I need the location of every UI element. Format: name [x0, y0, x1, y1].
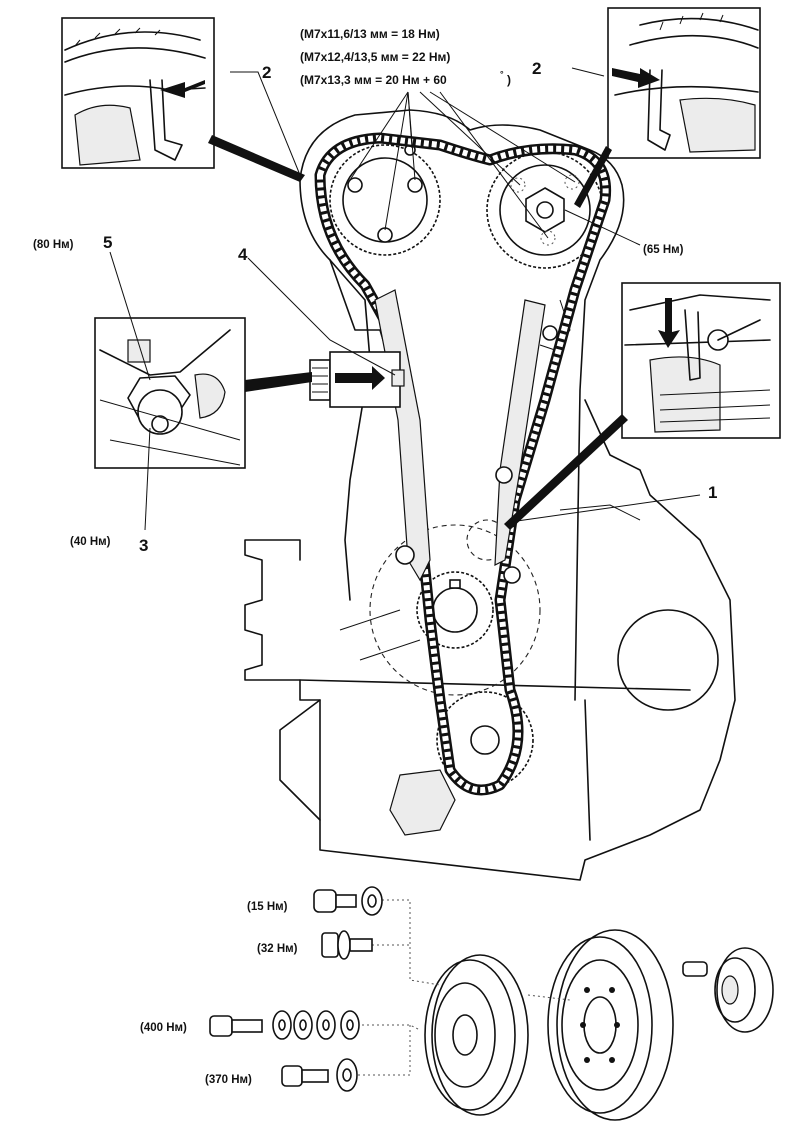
inset-cam-mark-left — [61, 17, 215, 169]
chain-tensioner — [309, 351, 405, 408]
engine-block — [244, 399, 736, 881]
leader-lines — [109, 67, 701, 531]
pointer-left-inset-tensioner — [245, 372, 312, 392]
torque-tensioner-plug: (80 Нм) — [33, 239, 74, 251]
crank-sprocket — [369, 524, 541, 696]
crank-pulley-assembly — [358, 899, 774, 1121]
cam-sprocket-left — [329, 144, 441, 256]
pointer-right-middle-inset — [504, 414, 628, 530]
bolt-15nm — [313, 886, 383, 916]
callout-2-left: 2 — [262, 63, 271, 82]
callout-4: 4 — [238, 245, 248, 264]
callout-2-right: 2 — [532, 59, 541, 78]
pointer-right-inset — [574, 146, 612, 208]
bolt-400nm-with-washers — [209, 1010, 360, 1040]
inset-guide-mark — [621, 282, 781, 439]
torque-bolt-32: (32 Нм) — [257, 943, 298, 955]
chain-guide-left — [374, 289, 431, 582]
degree-sign: ° — [500, 69, 504, 79]
torque-bolt-370: (370 Нм) — [205, 1074, 252, 1086]
torque-tensioner-bolt: (40 Нм) — [70, 536, 111, 548]
torque-spec-line-1: (M7x11,6/13 мм = 18 Нм) — [300, 27, 440, 41]
torque-cam-bolt: (65 Нм) — [643, 244, 684, 256]
pointer-left-inset — [208, 135, 305, 182]
torque-spec-line-2: (M7x12,4/13,5 мм = 22 Нм) — [300, 50, 450, 64]
inset-cam-mark-right — [607, 7, 761, 159]
torque-spec-line-3-close: ) — [507, 73, 511, 87]
callout-3: 3 — [139, 536, 148, 555]
callout-1: 1 — [708, 483, 717, 502]
torque-bolt-400: (400 Нм) — [140, 1022, 187, 1034]
inset-tensioner-detail — [94, 317, 246, 469]
torque-spec-line-3: (M7x13,3 мм = 20 Нм + 60 — [300, 73, 447, 87]
bolt-32nm — [321, 930, 373, 960]
bolt-370nm-with-washer — [281, 1058, 358, 1092]
chain-guide-right — [395, 299, 546, 584]
torque-spec-block: (M7x11,6/13 мм = 18 Нм) (M7x12,4/13,5 мм… — [300, 27, 511, 87]
callout-5: 5 — [103, 233, 112, 252]
torque-bolt-15: (15 Нм) — [247, 901, 288, 913]
